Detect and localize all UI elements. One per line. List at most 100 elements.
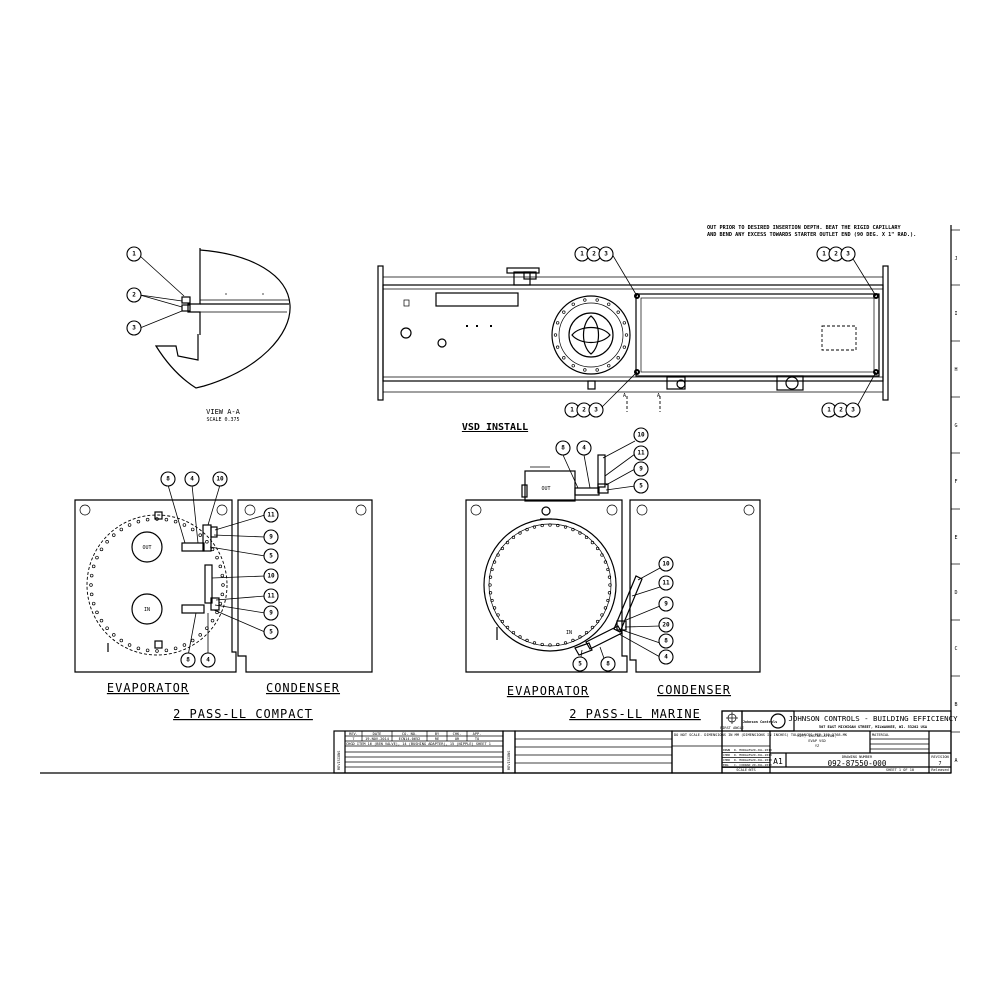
svg-text:8: 8 xyxy=(186,657,190,664)
revision-cell: 7 xyxy=(352,737,354,741)
tube-sheet-bolt xyxy=(127,643,132,647)
drawing-title-1: KIT, INSTALLATION, xyxy=(798,734,837,738)
tube-sheet-bolt xyxy=(95,555,99,560)
compact-bubble-8: 8 xyxy=(160,471,176,487)
revision-header: BY xyxy=(435,732,440,736)
revision-header: CO. NO. xyxy=(402,732,417,736)
tube-sheet-bolt xyxy=(505,625,510,630)
tube-sheet-bolt xyxy=(525,638,529,643)
tube-sheet-bolt xyxy=(606,598,610,603)
tube-sheet-bolt xyxy=(540,642,544,647)
tube-sheet-bolt xyxy=(190,527,195,532)
svg-text:4: 4 xyxy=(206,657,210,664)
approval-cell: 29-JUL-2010 xyxy=(752,753,772,757)
svg-text:1: 1 xyxy=(827,407,831,414)
tube-sheet-bolt xyxy=(556,523,560,528)
tube-sheet-bolt xyxy=(584,535,589,540)
tube-sheet-bolt xyxy=(578,531,582,535)
compact-in-label: IN xyxy=(144,607,150,613)
tube-sheet-bolt xyxy=(112,533,116,537)
revision-cell: RE xyxy=(435,737,439,741)
svg-text:9: 9 xyxy=(664,601,668,608)
tube-sheet-bolt xyxy=(173,646,178,651)
tube-sheet-bolt xyxy=(127,523,132,527)
zone-label: F xyxy=(954,479,957,485)
title-block-notes: DO NOT SCALE. DIMENSIONS IN MM (DIMENSIO… xyxy=(674,733,848,737)
svg-text:10: 10 xyxy=(216,476,224,483)
svg-text:1: 1 xyxy=(570,407,574,414)
tube-sheet-bolt xyxy=(91,601,96,606)
note-line-1: OUT PRIOR TO DESIRED INSERTION DEPTH. BE… xyxy=(707,225,902,231)
compact-condenser-label: CONDENSER xyxy=(266,681,340,695)
marine-bubble-5: 5 xyxy=(572,656,588,672)
tube-sheet-bolt xyxy=(105,626,109,630)
zone-label: H xyxy=(954,367,957,373)
flange-bolt xyxy=(562,356,566,360)
flange-bolt xyxy=(595,368,599,372)
approval-cell: C. CORRAN xyxy=(734,763,750,767)
svg-text:3: 3 xyxy=(846,251,850,258)
svg-text:4: 4 xyxy=(582,445,586,452)
flange-bolt xyxy=(553,333,558,337)
projection-label: FIRST ANGLE xyxy=(720,726,744,730)
tube-sheet-bolt xyxy=(215,555,219,560)
vsd-bubble-1: 1 xyxy=(816,246,832,262)
tube-sheet-bolt xyxy=(518,635,522,639)
compact-bubble-10: 10 xyxy=(212,471,228,487)
marine-bubble-9: 9 xyxy=(658,596,674,612)
tube-sheet-bolt xyxy=(607,591,612,595)
flange-bolt xyxy=(571,364,575,368)
flange-bolt xyxy=(583,298,587,302)
svg-text:3: 3 xyxy=(604,251,608,258)
flange-bolt xyxy=(571,302,575,306)
revision-cell: TO xyxy=(475,737,479,741)
zone-label: E xyxy=(954,535,957,541)
svg-text:2: 2 xyxy=(132,292,136,299)
tube-sheet-bolt xyxy=(595,619,600,624)
marine-out-label: OUT xyxy=(541,486,550,492)
svg-text:10: 10 xyxy=(662,561,670,568)
compact-bubble-5: 5 xyxy=(263,624,279,640)
tube-sheet-bolt xyxy=(210,618,215,623)
tube-sheet-bolt xyxy=(607,575,612,579)
tube-sheet-bolt xyxy=(492,560,497,564)
view-aa-bubble-3: 3 xyxy=(126,320,142,336)
tube-sheet-bolt xyxy=(488,591,493,595)
tube-sheet-bolt xyxy=(505,540,510,545)
marine-bubble-11: 11 xyxy=(658,575,674,591)
compact-bubble-8: 8 xyxy=(180,652,196,668)
approval-cell: CHKD xyxy=(723,758,730,762)
flange-bolt xyxy=(595,298,599,302)
tube-sheet-bolt xyxy=(182,523,187,527)
tube-sheet-bolt xyxy=(112,633,116,637)
tube-sheet-bolt xyxy=(198,633,202,637)
approval-cell: D. MORALES xyxy=(734,758,752,762)
tube-sheet-bolt xyxy=(511,535,516,540)
tube-sheet-bolt xyxy=(532,525,537,529)
tube-sheet-bolt xyxy=(511,630,516,635)
tube-sheet-bolt xyxy=(525,527,529,532)
tube-sheet-bolt xyxy=(488,583,492,587)
revision-value: 7 xyxy=(938,761,941,767)
drawing-title-3: YZ xyxy=(815,744,820,748)
drawing-number: 092-87550-000 xyxy=(828,759,887,768)
revision-cell: 19-NOV-2014 xyxy=(365,737,389,741)
company-address: 507 EAST MICHIGAN STREET, MILWAUKEE, WI.… xyxy=(819,725,928,729)
tube-sheet-bolt xyxy=(590,540,595,545)
tube-sheet-bolt xyxy=(518,531,522,535)
svg-text:8: 8 xyxy=(166,476,170,483)
svg-text:8: 8 xyxy=(664,638,668,645)
marine-bubble-8: 8 xyxy=(658,633,674,649)
svg-text:3: 3 xyxy=(132,325,136,332)
svg-text:5: 5 xyxy=(578,661,582,668)
tube-sheet-bolt xyxy=(119,638,124,643)
tube-sheet-bolt xyxy=(119,527,124,532)
tube-sheet-bolt xyxy=(608,583,612,587)
flange-bolt xyxy=(616,356,620,360)
svg-text:1: 1 xyxy=(822,251,826,258)
compact-bubble-11: 11 xyxy=(263,588,279,604)
